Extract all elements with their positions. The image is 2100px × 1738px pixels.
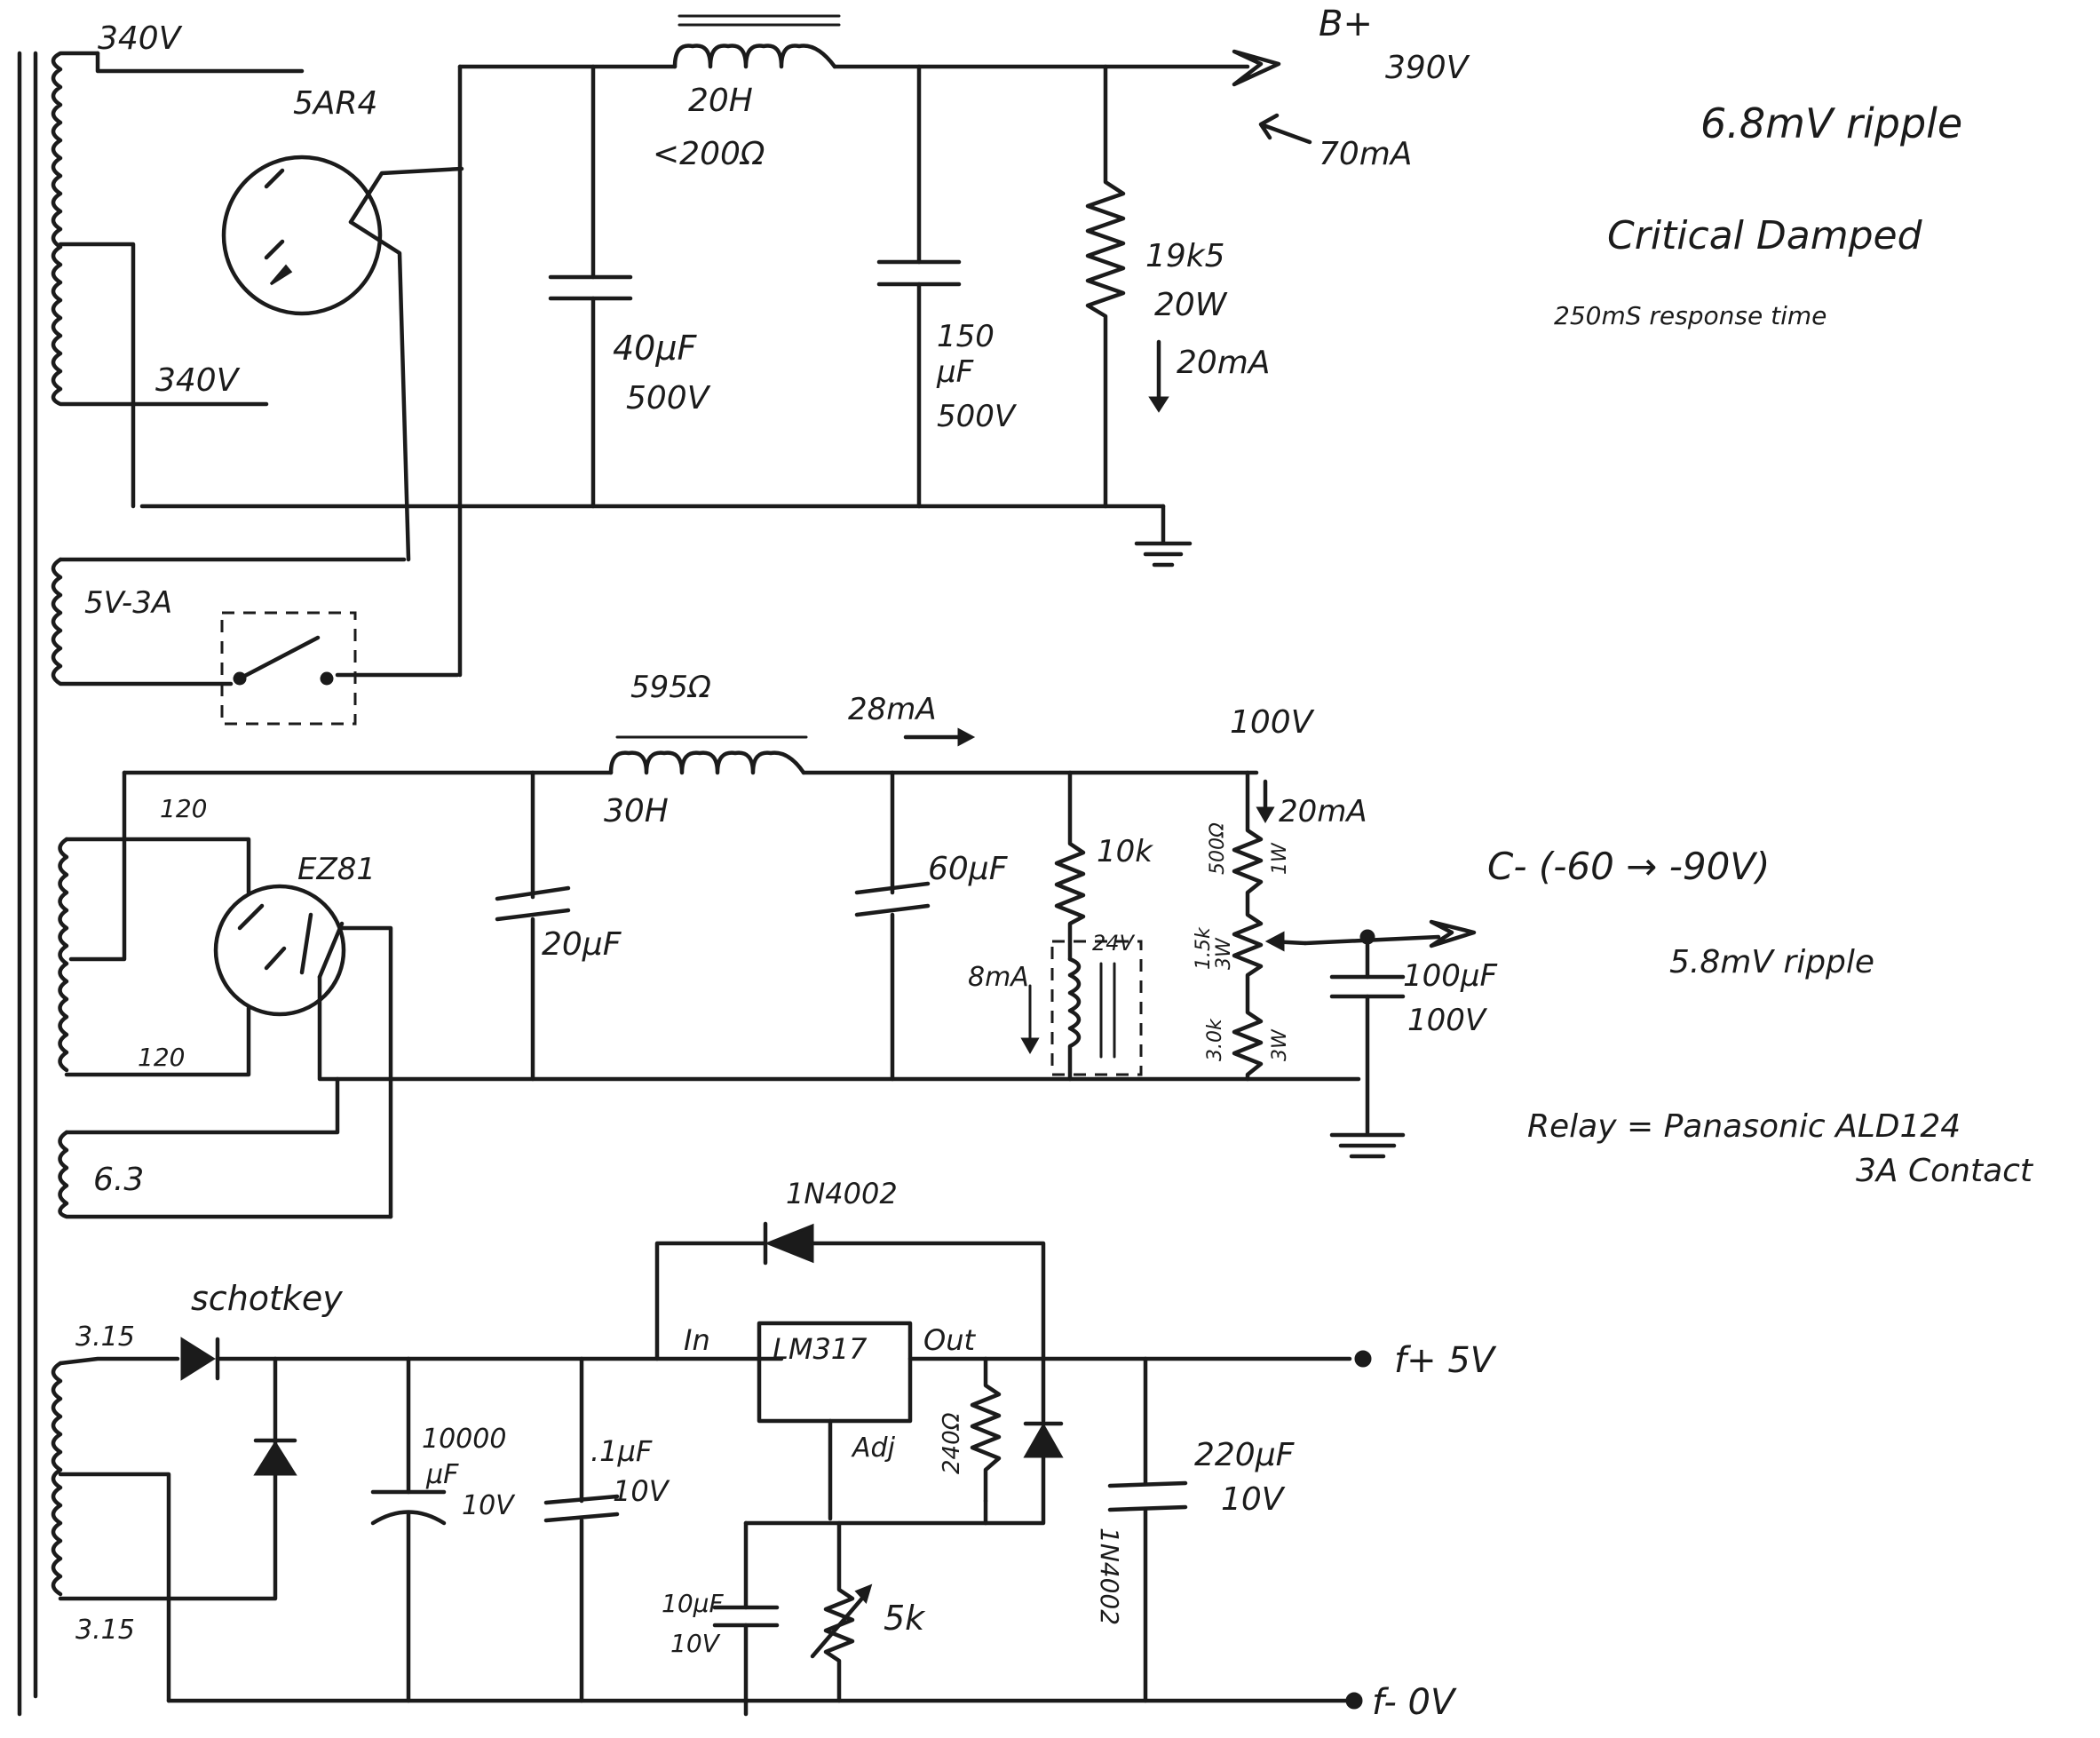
output-current-arrow <box>1258 113 1312 145</box>
bias-out-cap-value: 100μF <box>1403 958 1498 994</box>
cap-150uf-value-a: 150 <box>937 319 995 354</box>
note-relay-line1: Relay = Panasonic ALD124 <box>1527 1108 1961 1145</box>
fil-winding-bottom: 3.15 <box>75 1615 135 1646</box>
filament-supply <box>51 1221 1372 1717</box>
bleeder-value: 19k5 <box>1145 238 1225 274</box>
cap-40uf-value: 40μF <box>613 329 698 368</box>
note-relay-line2: 3A Contact <box>1856 1153 2034 1189</box>
schottky-label: schotkey <box>191 1279 343 1318</box>
note-damping: Critical Damped <box>1607 213 1923 258</box>
output-bplus-label: B+ <box>1319 4 1373 44</box>
cap-adj-rating: 10V <box>670 1629 721 1658</box>
cap-40uf <box>548 64 633 509</box>
cap-small-value: .1μF <box>590 1434 653 1468</box>
cap-150uf <box>876 64 962 509</box>
hv-secondary-bottom-voltage: 340V <box>155 362 241 399</box>
pot-value: 1.5k <box>1193 926 1215 970</box>
bias-heater-label: 6.3 <box>93 1162 144 1198</box>
cap-10000-unit: μF <box>425 1459 459 1490</box>
bias-supply <box>58 727 1477 1219</box>
res-bottom-value: 3.0k <box>1204 1018 1226 1061</box>
choke-20h-label: 20H <box>688 83 753 119</box>
note-ripple-bias: 5.8mV ripple <box>1669 944 1874 980</box>
bias-rail-voltage: 100V <box>1230 704 1315 741</box>
relay-current-label: 8mA <box>968 962 1029 993</box>
cap-10000-rating: 10V <box>462 1490 516 1521</box>
bias-output-label: C- (-60 → -90V) <box>1487 845 1770 888</box>
output-bplus-voltage: 390V <box>1385 50 1470 86</box>
hv-secondary-winding <box>51 51 305 509</box>
pot-5k-label: 5k <box>884 1599 926 1638</box>
choke-20h <box>672 14 841 69</box>
heater-5v-winding <box>51 557 460 726</box>
res-top-power: 1W <box>1269 842 1291 875</box>
cap-small-rating: 10V <box>613 1474 670 1508</box>
bleeder-current: 20mA <box>1177 345 1271 381</box>
rectifier-ez81-label: EZ81 <box>297 852 376 887</box>
heater-5v-label: 5V-3A <box>84 585 172 621</box>
bias-winding-top: 120 <box>160 794 207 823</box>
bias-winding-bottom: 120 <box>138 1043 185 1072</box>
lm317-pin-adj: Adj <box>851 1432 896 1464</box>
bleeder-resistor <box>1085 64 1169 509</box>
rectifier-tube-5ar4 <box>221 155 464 562</box>
lm317-pin-in: In <box>684 1323 710 1357</box>
res-bottom-power: 3W <box>1269 1028 1291 1061</box>
pot-power: 3W <box>1213 937 1235 970</box>
bias-choke-dcr: 595Ω <box>630 670 711 705</box>
rectifier-5ar4-label: 5AR4 <box>293 85 377 122</box>
bias-choke-label: 30H <box>604 793 669 829</box>
note-response: 250mS response time <box>1554 301 1827 330</box>
output-current: 70mA <box>1319 136 1413 172</box>
fil-out-pos: f+ 5V <box>1394 1340 1497 1381</box>
fil-out-neg: f- 0V <box>1372 1682 1457 1723</box>
hv-secondary-top-voltage: 340V <box>98 20 183 57</box>
cap-40uf-rating: 500V <box>626 380 711 417</box>
choke-20h-dcr: <200Ω <box>653 136 765 172</box>
cap-150uf-value-b: μF <box>936 354 974 390</box>
cap-10000-value: 10000 <box>422 1424 506 1455</box>
fil-winding-top: 3.15 <box>75 1321 135 1353</box>
cap-150uf-rating: 500V <box>937 399 1018 434</box>
side-diode-label: 1N4002 <box>1095 1528 1124 1625</box>
cap-220-value: 220μF <box>1194 1437 1296 1473</box>
note-ripple-hv: 6.8mV ripple <box>1700 99 1962 147</box>
bias-cap1-label: 20μF <box>542 926 622 963</box>
bias-out-cap-rating: 100V <box>1407 1003 1488 1038</box>
res-top-value: 500Ω <box>1207 822 1229 875</box>
res-240-label: 240Ω <box>939 1412 965 1474</box>
cap-220-rating: 10V <box>1221 1481 1286 1518</box>
hv-rail <box>139 49 1281 678</box>
divider-current-label: 20mA <box>1279 794 1367 829</box>
lm317-pin-out: Out <box>923 1323 976 1357</box>
bias-cap2-label: 60μF <box>928 851 1009 887</box>
bleeder-power: 20W <box>1154 287 1228 323</box>
lm317-label: LM317 <box>773 1332 868 1366</box>
relay-resistor-label: 10k <box>1097 834 1153 869</box>
top-diode-label: 1N4002 <box>786 1177 898 1210</box>
bias-current: 28mA <box>848 692 937 727</box>
transformer-core <box>17 51 38 1717</box>
relay-voltage-label: 24V <box>1092 931 1136 956</box>
cap-adj-value: 10μF <box>662 1589 724 1618</box>
